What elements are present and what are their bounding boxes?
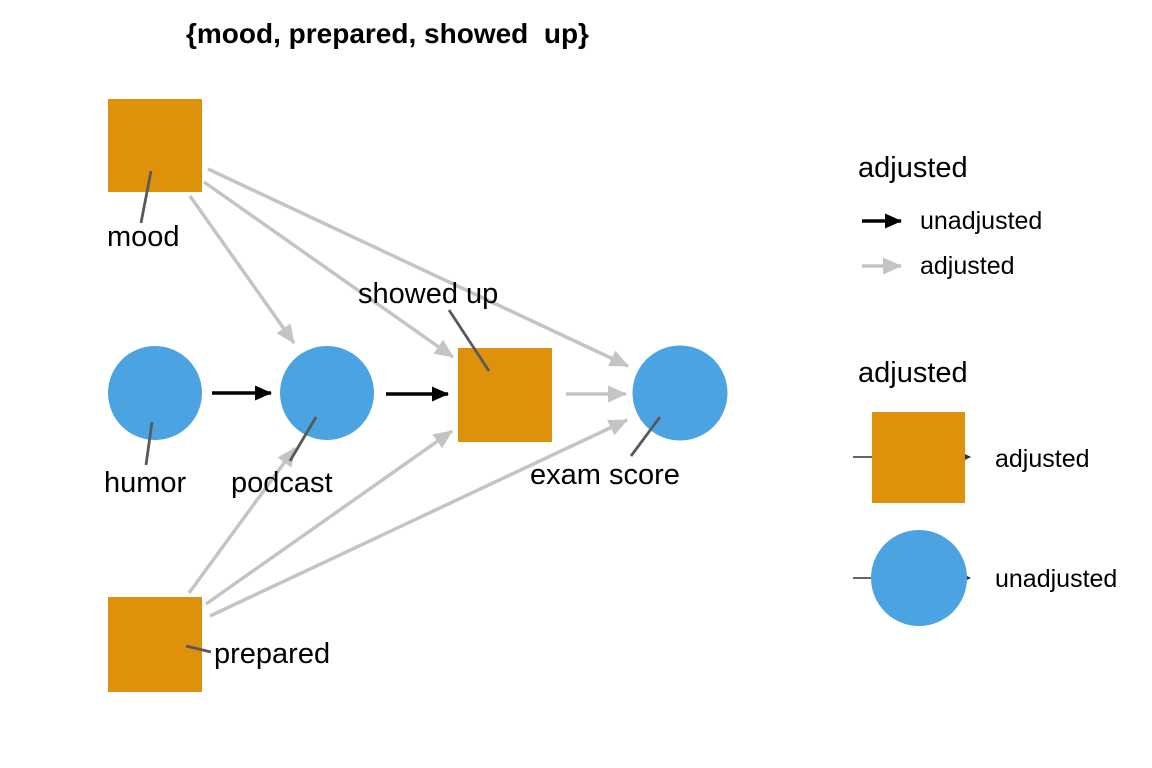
legend-edge-style: adjusted unadjusted adjusted <box>858 152 1042 280</box>
legend-node-item-adjusted: adjusted <box>853 412 1090 503</box>
legend-node-item-label: unadjusted <box>995 565 1117 593</box>
connector-prepared <box>185 644 212 654</box>
connector-podcast <box>288 416 318 462</box>
connector-exam-score <box>629 416 662 457</box>
legend-edge-item-label: unadjusted <box>920 207 1042 235</box>
edges-unadjusted <box>212 385 449 402</box>
node-labels: mood humor podcast showed up exam score … <box>104 221 680 670</box>
edge-mood-showed-up <box>202 180 455 359</box>
label-humor: humor <box>104 467 187 499</box>
node-mood <box>108 99 202 192</box>
node-prepared <box>108 597 202 692</box>
node-podcast <box>280 346 374 440</box>
label-showed-up: showed up <box>358 278 498 310</box>
node-showed-up <box>458 348 552 442</box>
connector-mood <box>139 170 153 224</box>
edge-prepared-podcast <box>187 446 297 595</box>
label-prepared: prepared <box>214 638 330 670</box>
connector-showed-up <box>447 309 491 372</box>
nodes <box>108 99 728 692</box>
connector-humor <box>144 421 154 466</box>
legend-node-item-label: adjusted <box>995 445 1090 473</box>
label-podcast: podcast <box>231 467 333 499</box>
legend-node-style: adjusted adjusted unadjusted <box>853 357 1117 626</box>
label-connectors <box>139 170 662 654</box>
edge-prepared-showed-up <box>204 429 454 606</box>
node-humor <box>108 346 202 440</box>
legend-edge-item-label: adjusted <box>920 252 1015 280</box>
edge-mood-podcast <box>188 194 296 345</box>
label-exam-score: exam score <box>530 459 680 491</box>
legend-node-title: adjusted <box>858 357 968 389</box>
legend-node-item-unadjusted: unadjusted <box>853 530 1117 626</box>
edge-prepared-exam-score <box>209 418 628 618</box>
plot-title: {mood, prepared, showed up} <box>186 18 589 49</box>
edges-adjusted <box>187 167 629 618</box>
orange-square-key-icon <box>872 412 965 503</box>
legend-edge-title: adjusted <box>858 152 968 184</box>
label-mood: mood <box>107 221 180 253</box>
edge-mood-exam-score <box>207 167 629 368</box>
blue-circle-key-icon <box>871 530 967 626</box>
legend-edge-item-adjusted: adjusted <box>862 252 1015 280</box>
legend-edge-item-unadjusted: unadjusted <box>862 207 1042 235</box>
node-exam-score <box>632 345 728 441</box>
